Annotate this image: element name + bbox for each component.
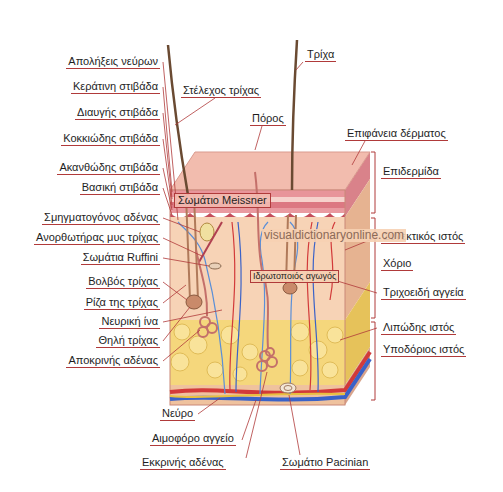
- part-label: Σωμάτιο Pacinian: [280, 456, 370, 470]
- brackets: [371, 152, 375, 400]
- skin-surface: [170, 152, 370, 190]
- hair-follicle: [186, 195, 198, 300]
- nerve: [170, 394, 345, 397]
- part-label: Σμηγματογόνος αδένας: [42, 211, 160, 225]
- part-label: Θηλή τρίχας: [96, 334, 160, 348]
- hair-shaft: [168, 45, 188, 195]
- part-label: Πόρος: [250, 112, 286, 126]
- layer-label: Επιδερμίδα: [381, 165, 441, 179]
- layer-label: Υποδόριος ιστός: [381, 343, 466, 357]
- arrector-muscle: [199, 222, 222, 262]
- deep-layer: [170, 385, 345, 405]
- part-label: Επιφάνεια δέρματος: [345, 127, 448, 141]
- part-label: Διαυγής στιβάδα: [75, 106, 160, 120]
- hair-bulb: [186, 295, 202, 309]
- part-label: Σωμάτια Ruffini: [81, 251, 160, 265]
- pacinian-corpuscle: [280, 383, 296, 393]
- part-label: Εκκρινής αδένας: [140, 456, 226, 470]
- part-label: Λιπώδης ιστός: [381, 321, 456, 335]
- part-label: Ιδρωτοποιός αγωγός: [250, 270, 339, 283]
- part-label: Αιμοφόρο αγγείο: [150, 432, 236, 446]
- part-label: Στέλεχος τρίχας: [181, 84, 261, 98]
- layer-label: Χόριο: [381, 257, 413, 271]
- artery: [170, 352, 370, 393]
- part-label: Ρίζα της τρίχας: [84, 296, 160, 310]
- pacinian-core: [284, 386, 292, 391]
- part-label: Νευρική ίνα: [99, 315, 160, 329]
- part-label: Ανορθωτήρας μυς τρίχας: [34, 231, 160, 245]
- part-label: Βολβός τρίχας: [86, 275, 160, 289]
- hair-bulb: [283, 282, 297, 294]
- watermark: visualdictionaryonline.com: [262, 229, 406, 242]
- part-label: Τρίχα: [305, 48, 336, 62]
- part-label: Απολήξεις νεύρων: [66, 55, 160, 69]
- leader-lines: [163, 62, 377, 458]
- part-label: Κοκκιώδης στιβάδα: [61, 132, 160, 146]
- part-label: Νεύρο: [160, 407, 195, 421]
- capillaries: [230, 222, 335, 392]
- part-label: Κεράτινη στιβάδα: [71, 80, 160, 94]
- part-label: Σωμάτιο Meissner: [174, 193, 271, 208]
- subcutaneous: [170, 320, 345, 385]
- part-label: Ακανθώδης στιβάδα: [57, 161, 160, 175]
- part-label: Τριχοειδή αγγεία: [381, 286, 466, 300]
- part-label: Αποκρινής αδένας: [66, 354, 160, 368]
- hair-shaft: [292, 40, 297, 190]
- ruffini-corpuscle: [209, 263, 221, 269]
- vein: [170, 359, 370, 400]
- part-label: Βασική στιβάδα: [80, 181, 160, 195]
